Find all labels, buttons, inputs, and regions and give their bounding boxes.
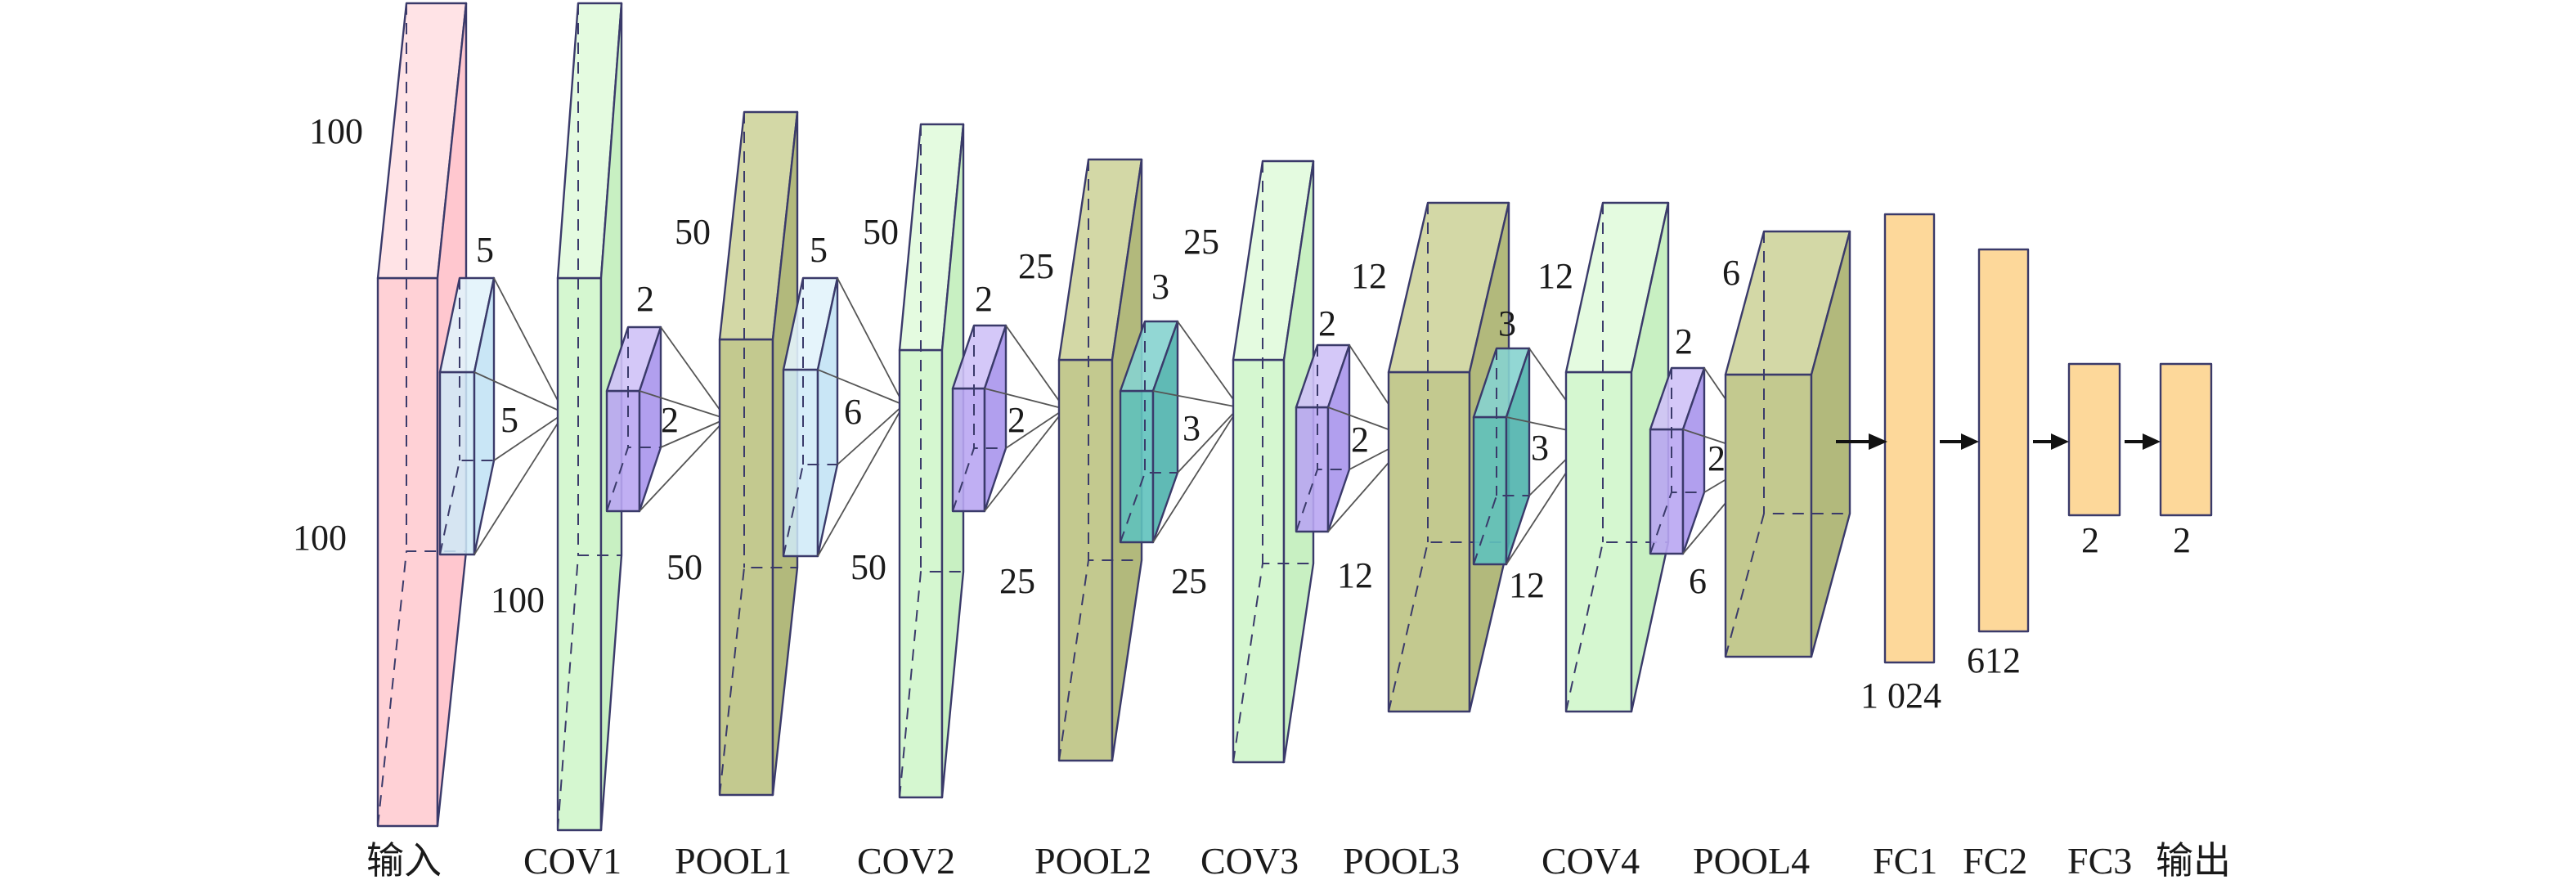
fc2-block [1977, 248, 2030, 633]
pool1-connectors [817, 277, 904, 557]
cov1-kernel-depth: 2 [636, 279, 654, 319]
layer-name-pool4: POOL4 [1693, 840, 1810, 882]
layer-name-fc2: FC2 [1963, 840, 2027, 882]
pool2-dim-bottom: 25 [999, 561, 1035, 601]
pool2-dim-top: 25 [1018, 246, 1054, 286]
pool1-kernel-size: 6 [844, 392, 862, 432]
pool1-block [718, 110, 799, 797]
layer-name-cov3: COV3 [1200, 840, 1299, 882]
cov2-kernel-size: 2 [1008, 400, 1025, 440]
layer-name-pool1: POOL1 [675, 840, 792, 882]
cov4-kernel-size: 2 [1708, 438, 1726, 478]
cov2-kernel-box [951, 324, 1008, 513]
layer-name-pool2: POOL2 [1034, 840, 1151, 882]
cov2-dim-bottom: 50 [850, 547, 886, 587]
cov3-kernel-depth: 2 [1318, 303, 1336, 343]
cov4-kernel-box [1649, 366, 1706, 555]
cov3-kernel-box [1295, 343, 1351, 533]
cov3-dim-top: 25 [1183, 222, 1219, 262]
input-kernel-depth: 5 [476, 230, 494, 270]
pool4-dim-bottom: 6 [1689, 561, 1707, 601]
layer-name-pool3: POOL3 [1343, 840, 1460, 882]
layer-name-cov2: COV2 [857, 840, 955, 882]
fc1-dim: 1 024 [1860, 676, 1941, 716]
input-dim-bottom: 100 [293, 518, 347, 558]
layer-name-cov4: COV4 [1542, 840, 1640, 882]
layer-name-input: 输入 [366, 840, 442, 882]
pool4-dim-top: 6 [1722, 253, 1740, 293]
cov2-kernel-depth: 2 [975, 279, 993, 319]
pool2-kernel-box [1119, 320, 1179, 544]
output-dim: 2 [2173, 520, 2191, 560]
cov1-kernel-size: 2 [661, 400, 679, 440]
arrow-fc2-fc3 [2033, 433, 2069, 450]
cov4-dim-top: 12 [1537, 256, 1573, 296]
cov3-kernel-size: 2 [1351, 420, 1369, 460]
cov1-kernel-box [605, 326, 662, 513]
cov4-dim-bottom: 12 [1509, 565, 1545, 605]
layer-name-fc1: FC1 [1873, 840, 1937, 882]
cov2-block [898, 123, 965, 799]
input-kernel-connectors [473, 277, 565, 555]
layer-name-fc3: FC3 [2067, 840, 2132, 882]
fc3-dim: 2 [2081, 520, 2099, 560]
input-kernel-size: 5 [500, 400, 518, 440]
cov1-connectors [639, 326, 727, 512]
pool2-connectors [1152, 321, 1240, 543]
pool3-block [1387, 201, 1510, 713]
pool1-kernel-depth: 5 [810, 230, 828, 270]
output-block [2159, 362, 2213, 517]
fc1-block [1883, 213, 1936, 664]
pool2-kernel-depth: 3 [1151, 267, 1169, 307]
pool3-kernel-depth: 3 [1498, 303, 1516, 343]
cov1-dim: 100 [491, 580, 545, 620]
pool3-dim-bottom: 12 [1337, 555, 1373, 595]
cov3-dim-bottom: 25 [1171, 561, 1207, 601]
fc2-dim: 612 [1967, 640, 2021, 680]
arrow-pool4-fc1 [1836, 433, 1887, 450]
cov4-kernel-depth: 2 [1675, 321, 1693, 361]
pool4-block [1724, 230, 1851, 658]
cov1-block [556, 2, 623, 832]
pool1-dim-top: 50 [675, 212, 711, 252]
arrow-fc3-output [2125, 433, 2161, 450]
pool3-kernel-size: 3 [1531, 428, 1549, 468]
pool3-dim-top: 12 [1351, 256, 1387, 296]
pool2-kernel-size: 3 [1183, 408, 1200, 448]
arrow-fc1-fc2 [1940, 433, 1979, 450]
layer-name-output: 输出 [2156, 840, 2231, 882]
layer-name-cov1: COV1 [523, 840, 622, 882]
cov2-connectors [984, 325, 1066, 512]
pool1-dim-bottom: 50 [666, 547, 702, 587]
input-dim-top: 100 [309, 111, 363, 151]
cov2-dim-top: 50 [863, 212, 899, 252]
pool1-kernel-box [782, 276, 839, 558]
fc3-block [2067, 362, 2121, 517]
